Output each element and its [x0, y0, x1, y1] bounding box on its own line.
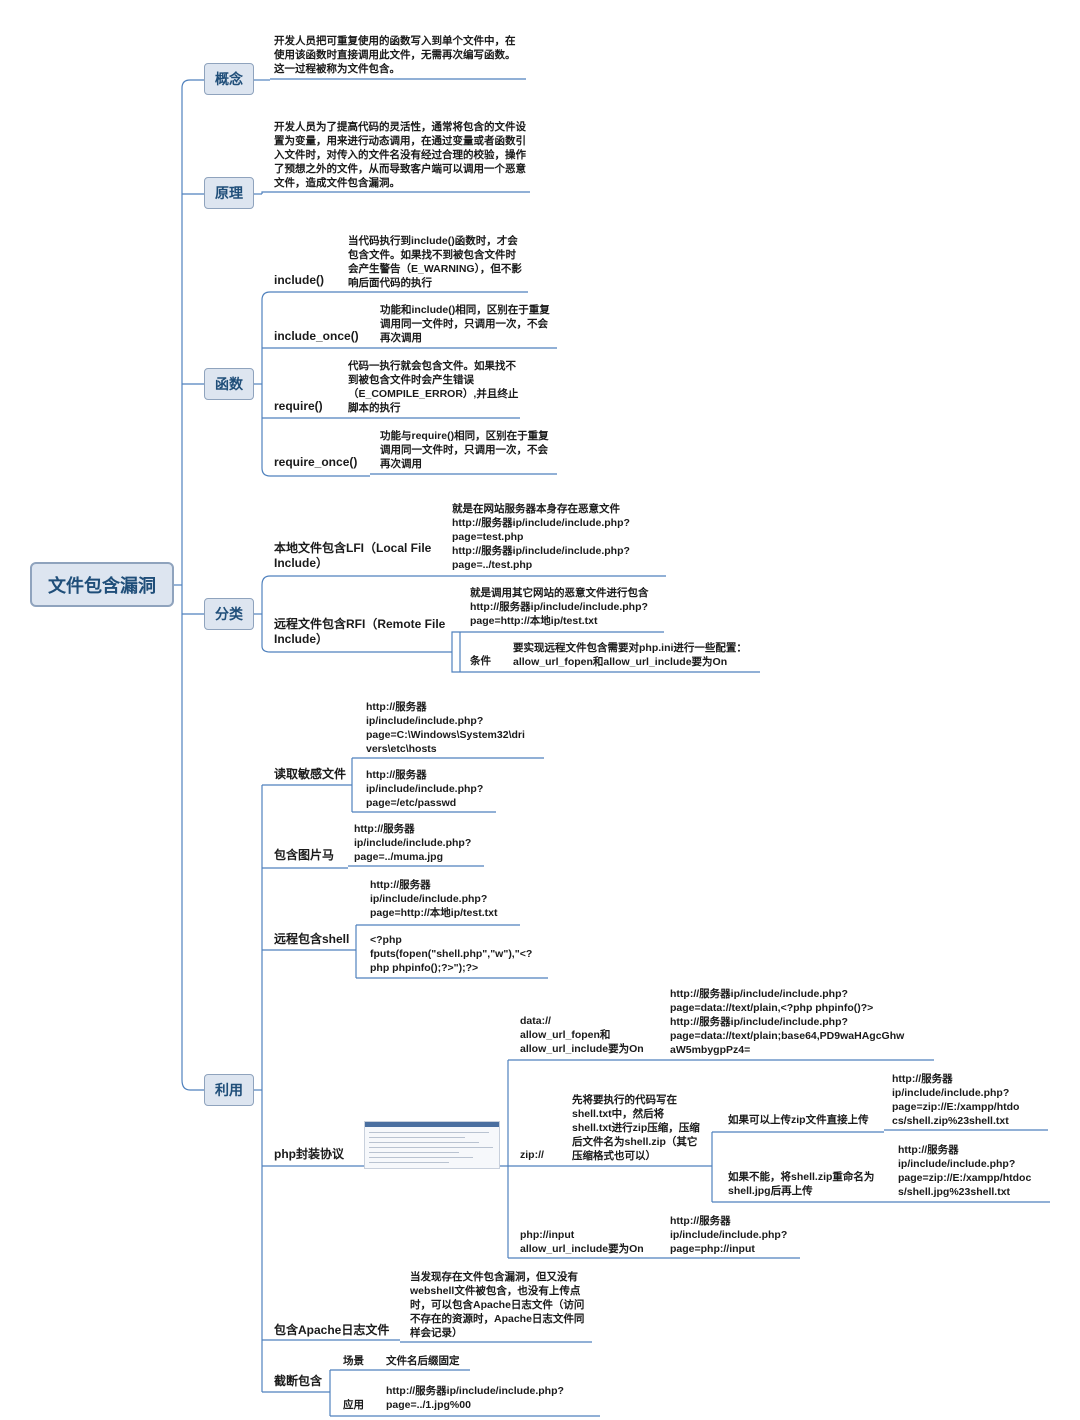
usage-truncate-label[interactable]: 截断包含 [274, 1374, 323, 1388]
zip-option2-text: http://服务器 ip/include/include.php? page=… [898, 1144, 1032, 1198]
func-require-label[interactable]: require() [274, 399, 323, 413]
protocol-table-thumbnail [364, 1121, 500, 1169]
func-include-once-desc: 功能和include()相同，区别在于重复 调用同一文件时，只调用一次，不会 再… [380, 304, 550, 344]
usage-php-label[interactable]: php封装协议 [274, 1147, 344, 1161]
image-path: http://服务器 ip/include/include.php? page=… [354, 823, 472, 863]
category-functions[interactable]: 函数 [204, 368, 254, 400]
zip-option1-label[interactable]: 如果可以上传zip文件直接上传 [728, 1114, 869, 1126]
func-require-once-desc: 功能与require()相同，区别在于重复 调用同一文件时，只调用一次，不会 再… [380, 430, 549, 470]
class-rfi-desc: 就是调用其它网站的恶意文件进行包含 http://服务器ip/include/i… [470, 587, 649, 627]
usage-sensitive-label[interactable]: 读取敏感文件 [274, 767, 347, 781]
concept-text: 开发人员把可重复使用的函数写入到单个文件中，在 使用该函数时直接调用此文件，无需… [274, 35, 516, 75]
func-include-desc: 当代码执行到include()函数时，才会 包含文件。如果找不到被包含文件时 会… [348, 235, 522, 289]
php-input-text: http://服务器 ip/include/include.php? page=… [670, 1215, 788, 1255]
class-lfi-label[interactable]: 本地文件包含LFI（Local File Include） [274, 541, 432, 570]
php-input-label[interactable]: php://input allow_url_include要为On [520, 1229, 644, 1255]
category-concept[interactable]: 概念 [204, 63, 254, 95]
shell-url: http://服务器 ip/include/include.php? page=… [370, 879, 498, 919]
truncate-apply-text: http://服务器ip/include/include.php? page=.… [386, 1385, 564, 1411]
rfi-condition-label[interactable]: 条件 [470, 655, 491, 667]
category-principle[interactable]: 原理 [204, 177, 254, 209]
func-include-once-label[interactable]: include_once() [274, 329, 359, 343]
shell-code: <?php fputs(fopen("shell.php","w"),"<? p… [370, 934, 533, 974]
truncate-scene-text: 文件名后缀固定 [386, 1355, 460, 1367]
php-zip-label[interactable]: zip:// [520, 1149, 544, 1161]
rfi-condition-text: 要实现远程文件包含需要对php.ini进行一些配置： allow_url_fop… [513, 642, 747, 668]
principle-text: 开发人员为了提高代码的灵活性，通常将包含的文件设 置为变量，用来进行动态调用，在… [274, 121, 526, 189]
php-data-label[interactable]: data:// allow_url_fopen和 allow_url_inclu… [520, 1015, 644, 1055]
usage-image-label[interactable]: 包含图片马 [274, 848, 335, 862]
category-usage[interactable]: 利用 [204, 1074, 254, 1106]
usage-apache-label[interactable]: 包含Apache日志文件 [274, 1323, 390, 1337]
root-node[interactable]: 文件包含漏洞 [30, 562, 174, 607]
zip-option2-label[interactable]: 如果不能，将shell.zip重命名为 shell.jpg后再上传 [728, 1171, 875, 1197]
truncate-scene-label[interactable]: 场景 [343, 1355, 364, 1367]
php-zip-desc: 先将要执行的代码写在 shell.txt中，然后将 shell.txt进行zip… [572, 1094, 700, 1162]
func-require-desc: 代码一执行就会包含文件。如果找不 到被包含文件时会产生错误 （E_COMPILE… [348, 360, 519, 414]
func-include-label[interactable]: include() [274, 273, 324, 287]
sensitive-windows-path: http://服务器 ip/include/include.php? page=… [366, 701, 525, 755]
func-require-once-label[interactable]: require_once() [274, 455, 358, 469]
class-rfi-label[interactable]: 远程文件包含RFI（Remote File Include） [274, 617, 446, 646]
zip-option1-text: http://服务器 ip/include/include.php? page=… [892, 1073, 1020, 1127]
apache-text: 当发现存在文件包含漏洞，但又没有 webshell文件被包含，也没有上传点 时，… [410, 1271, 585, 1339]
sensitive-linux-path: http://服务器 ip/include/include.php? page=… [366, 769, 484, 809]
category-classification[interactable]: 分类 [204, 598, 254, 630]
truncate-apply-label[interactable]: 应用 [343, 1399, 364, 1411]
usage-shell-label[interactable]: 远程包含shell [274, 932, 350, 946]
php-data-text: http://服务器ip/include/include.php? page=d… [670, 988, 905, 1056]
class-lfi-desc: 就是在网站服务器本身存在恶意文件 http://服务器ip/include/in… [452, 503, 630, 571]
